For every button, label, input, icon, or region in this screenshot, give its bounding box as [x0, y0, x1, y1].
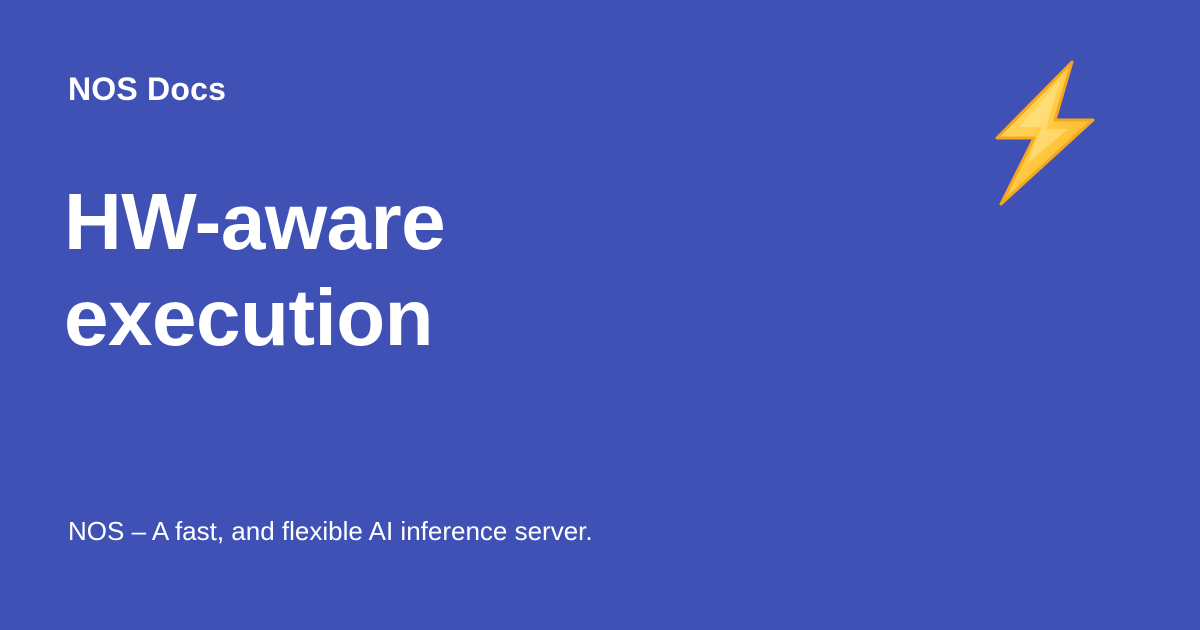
lightning-bolt-shape	[995, 60, 1095, 206]
site-name: NOS Docs	[68, 71, 227, 107]
lightning-bolt-icon	[992, 60, 1096, 206]
page-title-line-1: HW-aware	[64, 177, 446, 266]
page-title: HW-aware execution	[64, 174, 884, 366]
site-description: NOS – A fast, and flexible AI inference …	[68, 516, 593, 546]
lightning-bolt-highlight	[1019, 80, 1068, 164]
page-title-line-2: execution	[64, 273, 433, 362]
